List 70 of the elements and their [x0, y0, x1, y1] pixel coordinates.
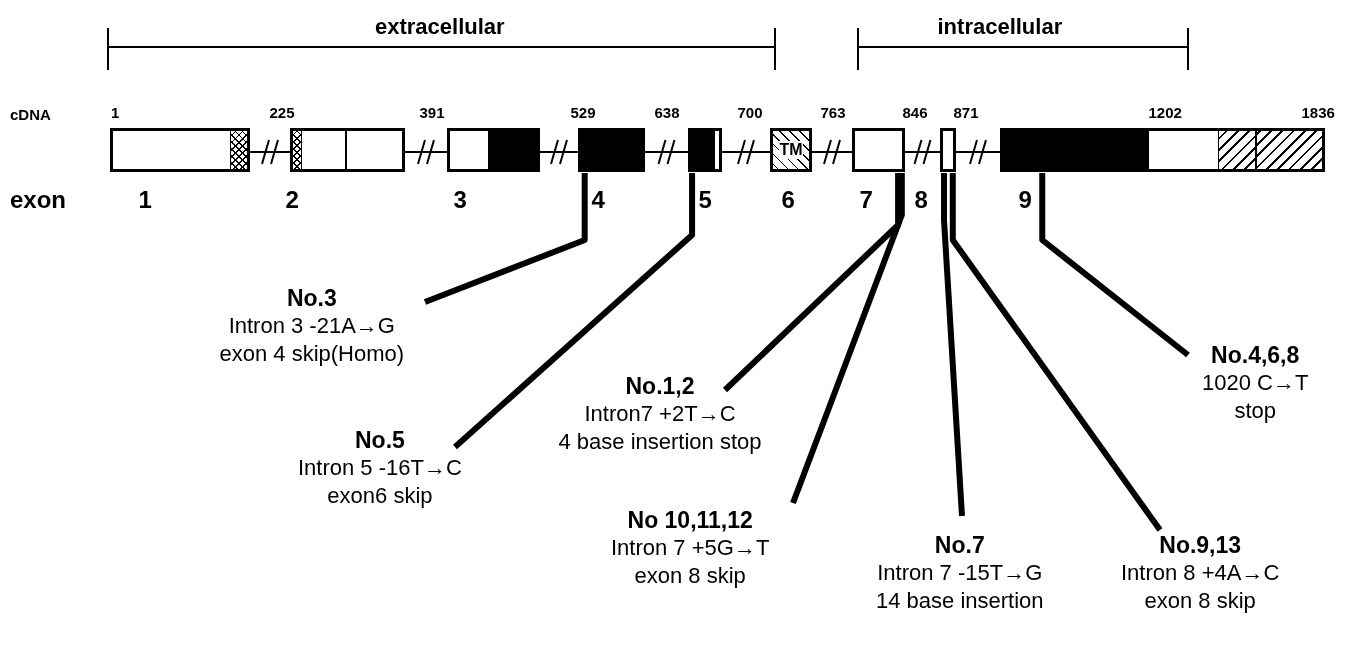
exon-box: [110, 128, 250, 172]
leader-line: [1039, 173, 1190, 358]
intron-line: [539, 151, 579, 153]
position-number: 700: [737, 104, 763, 121]
exon-box: [447, 128, 540, 172]
intron-line: [955, 151, 1001, 153]
position-number: 1: [111, 104, 120, 121]
intron-line: [404, 151, 448, 153]
position-number: 871: [953, 104, 979, 121]
exon-number: 2: [285, 186, 299, 214]
position-number: 391: [419, 104, 445, 121]
mutation-detail: 14 base insertion: [876, 587, 1044, 615]
mutation-detail: Intron 7 +5G→T: [611, 534, 770, 562]
mutation-detail: 4 base insertion stop: [558, 428, 762, 456]
mutation-detail: Intron 5 -16T→C: [298, 454, 462, 482]
mutation-id: No.1,2: [625, 372, 695, 400]
mutation-id: No 10,11,12: [627, 506, 753, 534]
exon-number: 9: [1018, 186, 1032, 214]
position-number: 1836: [1301, 104, 1335, 121]
intron-line: [644, 151, 689, 153]
exon-number: 8: [914, 186, 928, 214]
position-number: 763: [820, 104, 846, 121]
mutation-detail: exon6 skip: [327, 482, 433, 510]
mutation-id: No.4,6,8: [1211, 341, 1300, 369]
mutation-id: No.3: [286, 284, 337, 312]
mutation-detail: 1020 C→T: [1202, 369, 1309, 397]
mutation-detail: exon 8 skip: [634, 562, 746, 590]
mutation-detail: Intron7 +2T→C: [584, 400, 736, 428]
position-number: 225: [269, 104, 295, 121]
leader-line: [423, 173, 588, 305]
intron-line: [811, 151, 853, 153]
row-label: cDNA: [10, 106, 51, 123]
position-number: 638: [654, 104, 680, 121]
mutation-detail: Intron 3 -21A→G: [228, 312, 395, 340]
leader-line: [949, 173, 1163, 532]
exon-number: 7: [859, 186, 873, 214]
exon-box: [290, 128, 405, 172]
mutation-id: No.7: [934, 531, 985, 559]
domain-label: TM: [779, 141, 803, 159]
exon-number: 1: [138, 186, 152, 214]
position-number: 529: [570, 104, 596, 121]
mutation-detail: Intron 8 +4A→C: [1121, 559, 1280, 587]
intron-line: [249, 151, 291, 153]
position-number: 846: [902, 104, 928, 121]
exon-box: [852, 128, 905, 172]
leader-line: [941, 173, 965, 517]
mutation-detail: stop: [1234, 397, 1276, 425]
exon-number: 3: [453, 186, 467, 214]
leader-line: [453, 173, 696, 450]
leader-line: [790, 173, 905, 505]
exon-number: 4: [591, 186, 605, 214]
leader-line: [722, 173, 902, 393]
exon-number: 5: [698, 186, 712, 214]
exon-box: [940, 128, 956, 172]
exon-box: [770, 128, 812, 172]
region-label: intracellular: [937, 14, 1063, 40]
mutation-id: No.9,13: [1159, 531, 1242, 559]
mutation-detail: Intron 7 -15T→G: [877, 559, 1043, 587]
mutation-id: No.5: [355, 426, 405, 454]
row-label: exon: [10, 186, 66, 214]
mutation-detail: exon 4 skip(Homo): [219, 340, 405, 368]
region-label: extracellular: [375, 14, 505, 40]
exon-box: [578, 128, 645, 172]
exon-box: [688, 128, 722, 172]
intron-line: [721, 151, 771, 153]
intron-line: [904, 151, 941, 153]
position-number: 1202: [1148, 104, 1182, 121]
exon-number: 6: [781, 186, 795, 214]
exon-box: [1000, 128, 1325, 172]
mutation-detail: exon 8 skip: [1144, 587, 1256, 615]
